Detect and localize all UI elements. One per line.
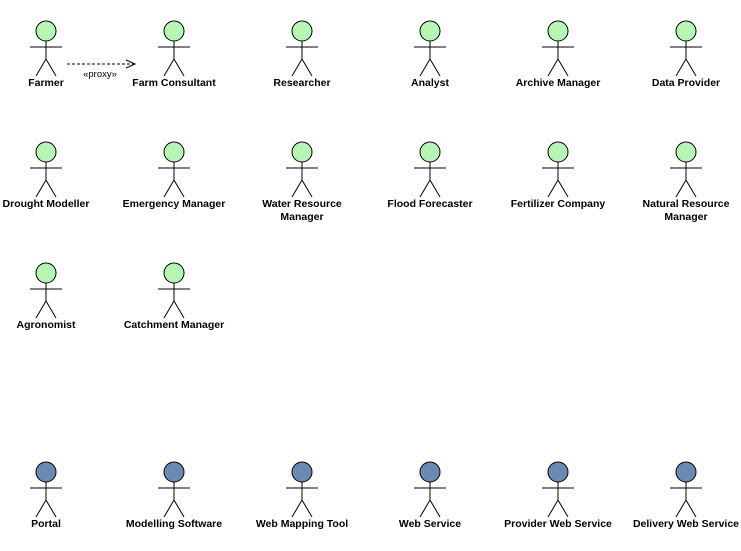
stick-figure-body: [542, 41, 574, 77]
human-actor-head-icon: [419, 141, 441, 163]
stick-figure-body: [158, 482, 190, 518]
stick-figure-body: [670, 482, 702, 518]
actor-label: Data Provider: [652, 77, 720, 89]
actor-label: Fertilizer Company: [511, 198, 606, 210]
actor-fertilizer-company[interactable]: Fertilizer Company: [511, 141, 606, 210]
stick-figure-body: [286, 41, 318, 77]
arrowhead-icon: [125, 59, 137, 69]
actor-modelling-software[interactable]: Modelling Software: [126, 461, 222, 530]
human-actor-head-icon: [163, 141, 185, 163]
actor-label: Analyst: [411, 77, 449, 89]
human-actor-head-icon: [675, 20, 697, 42]
stereotype-label: «proxy»: [83, 69, 117, 80]
actor-drought-modeller[interactable]: Drought Modeller: [3, 141, 90, 210]
actor-label: Researcher: [273, 77, 330, 89]
system-actor-head-icon: [163, 461, 185, 483]
actor-delivery-web-service[interactable]: Delivery Web Service: [633, 461, 739, 530]
human-actor-head-icon: [163, 20, 185, 42]
actor-label: Web Mapping Tool: [256, 518, 348, 530]
actor-data-provider[interactable]: Data Provider: [652, 20, 720, 89]
system-actor-head-icon: [291, 461, 313, 483]
actor-label: Drought Modeller: [3, 198, 90, 210]
actor-label: Flood Forecaster: [387, 198, 472, 210]
actor-web-mapping-tool[interactable]: Web Mapping Tool: [256, 461, 348, 530]
actor-label: Modelling Software: [126, 518, 222, 530]
actor-label: Provider Web Service: [504, 518, 612, 530]
actor-label: Farm Consultant: [132, 77, 216, 89]
system-actor-head-icon: [419, 461, 441, 483]
human-actor-head-icon: [419, 20, 441, 42]
stick-figure-body: [670, 41, 702, 77]
stick-figure-body: [30, 482, 62, 518]
system-actor-head-icon: [547, 461, 569, 483]
system-actor-head-icon: [675, 461, 697, 483]
stick-figure-body: [286, 482, 318, 518]
actor-catchment-manager[interactable]: Catchment Manager: [124, 262, 224, 331]
actor-emergency-manager[interactable]: Emergency Manager: [123, 141, 226, 210]
actor-portal[interactable]: Portal: [30, 461, 62, 530]
actor-label: Natural Resource: [643, 198, 730, 210]
human-actor-head-icon: [675, 141, 697, 163]
actor-farm-consultant[interactable]: Farm Consultant: [132, 20, 216, 89]
actor-flood-forecaster[interactable]: Flood Forecaster: [387, 141, 473, 210]
stick-figure-body: [414, 482, 446, 518]
actor-analyst[interactable]: Analyst: [411, 20, 449, 89]
stick-figure-body: [414, 162, 446, 198]
actor-label: Archive Manager: [516, 77, 601, 89]
stick-figure-body: [542, 482, 574, 518]
stick-figure-body: [286, 162, 318, 198]
actor-label: Manager: [280, 211, 323, 223]
human-actor-head-icon: [35, 262, 57, 284]
stick-figure-body: [158, 162, 190, 198]
actor-web-service[interactable]: Web Service: [399, 461, 461, 530]
proxy-dependency-arrow[interactable]: «proxy»: [67, 59, 137, 80]
stick-figure-body: [158, 41, 190, 77]
stick-figure-body: [30, 162, 62, 198]
actor-label: Delivery Web Service: [633, 518, 739, 530]
stick-figure-body: [670, 162, 702, 198]
actor-label: Agronomist: [17, 319, 76, 331]
system-actor-head-icon: [35, 461, 57, 483]
actor-label: Emergency Manager: [123, 198, 226, 210]
human-actor-head-icon: [291, 141, 313, 163]
stick-figure-body: [542, 162, 574, 198]
actor-label: Manager: [664, 211, 707, 223]
actor-label: Farmer: [28, 77, 64, 89]
human-actor-head-icon: [35, 141, 57, 163]
human-actor-head-icon: [35, 20, 57, 42]
human-actor-head-icon: [547, 141, 569, 163]
stick-figure-body: [414, 41, 446, 77]
actor-label: Water Resource: [262, 198, 342, 210]
actor-label: Catchment Manager: [124, 319, 224, 331]
actor-label: Portal: [31, 518, 61, 530]
actor-agronomist[interactable]: Agronomist: [17, 262, 76, 331]
human-actor-head-icon: [163, 262, 185, 284]
stick-figure-body: [30, 283, 62, 319]
actor-archive-manager[interactable]: Archive Manager: [516, 20, 601, 89]
stick-figure-body: [30, 41, 62, 77]
actor-provider-web-service[interactable]: Provider Web Service: [504, 461, 612, 530]
human-actor-head-icon: [291, 20, 313, 42]
actor-label: Web Service: [399, 518, 461, 530]
human-actor-head-icon: [547, 20, 569, 42]
stick-figure-body: [158, 283, 190, 319]
actor-farmer[interactable]: Farmer: [28, 20, 64, 89]
actor-researcher[interactable]: Researcher: [273, 20, 331, 89]
